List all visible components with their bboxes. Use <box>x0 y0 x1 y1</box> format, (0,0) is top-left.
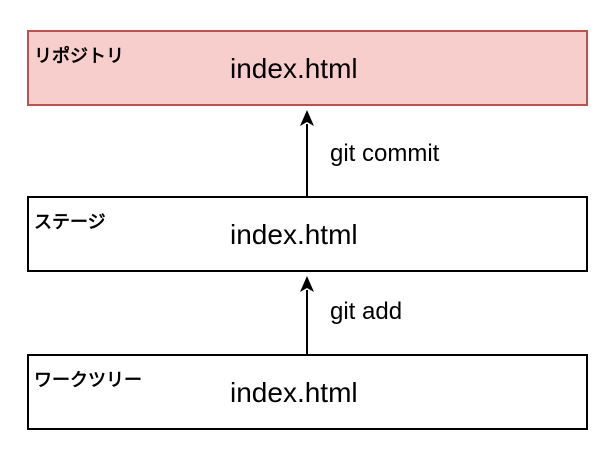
worktree-label: ワークツリー <box>34 370 142 391</box>
git-commit-arrow <box>300 110 314 196</box>
stage-label: ステージ <box>34 212 106 233</box>
stage-box: ステージ index.html <box>27 196 588 272</box>
worktree-file: index.html <box>230 377 358 408</box>
git-add-label: git add <box>330 298 403 325</box>
git-commit-label: git commit <box>330 140 440 167</box>
repository-box: リポジトリ index.html <box>27 30 588 106</box>
stage-file: index.html <box>230 219 358 250</box>
arrowhead-icon <box>300 276 314 292</box>
git-add-arrow <box>300 276 314 354</box>
repository-file: index.html <box>230 53 358 84</box>
worktree-box: ワークツリー index.html <box>27 354 588 430</box>
arrowhead-icon <box>300 110 314 126</box>
repository-label: リポジトリ <box>34 46 124 67</box>
